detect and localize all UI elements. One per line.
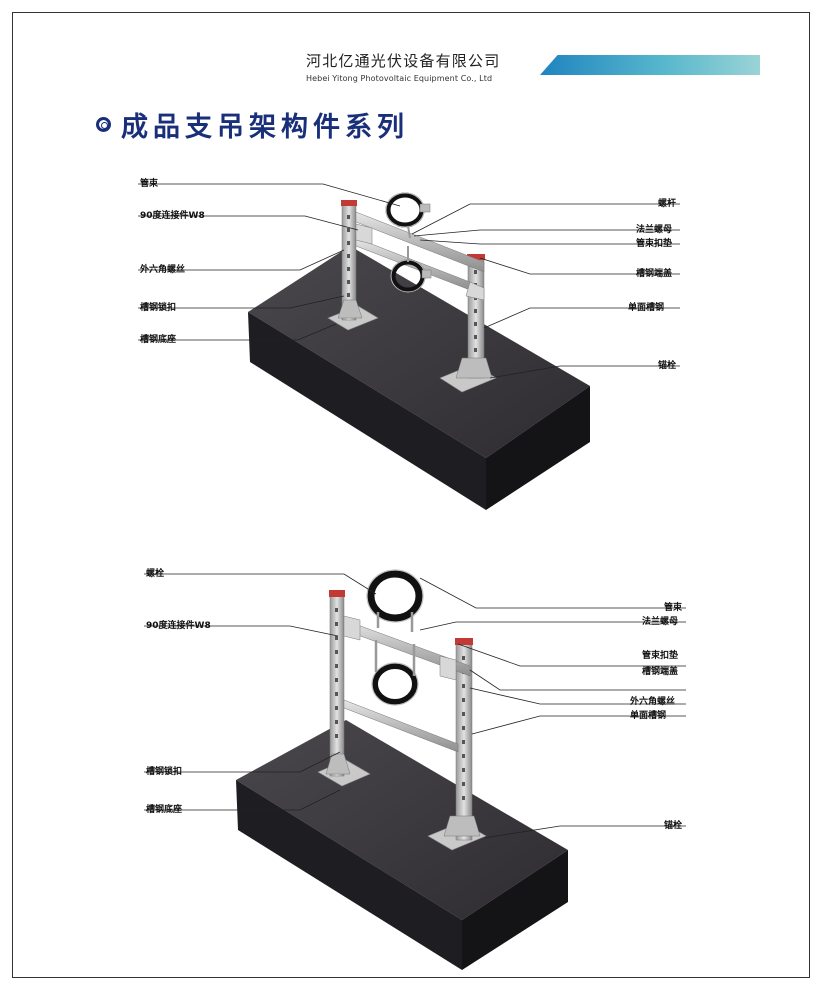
fig2-label-pipe-clamp: 管束 [664,603,683,613]
fig1-label-end-cap: 槽钢端盖 [636,269,673,279]
fig2-label-bolt: 螺栓 [146,569,165,579]
double-circle-icon [96,116,111,132]
fig1-label-single-channel: 单面槽钢 [628,303,665,313]
fig1-label-flange-nut: 法兰螺母 [636,225,673,235]
fig2-label-anchor-bolt: 锚栓 [664,821,683,831]
concrete-block-2 [236,720,568,970]
fig2-label-single-channel: 单面槽钢 [630,711,667,721]
company-name-cn: 河北亿通光伏设备有限公司 [306,52,501,70]
page-border [12,12,810,978]
header-accent-bar [540,55,760,75]
fig1-label-channel-base: 槽钢底座 [140,335,177,345]
fig2-label-hex-screw: 外六角螺丝 [630,697,676,707]
page-title-text: 成品支吊架构件系列 [121,111,409,143]
company-name-block: 河北亿通光伏设备有限公司 Hebei Yitong Photovoltaic E… [306,50,538,83]
fig1-label-90-connector: 90度连接件W8 [140,211,205,221]
fig2-label-channel-base: 槽钢底座 [146,805,183,815]
fig1-label-hex-screw: 外六角螺丝 [140,265,186,275]
company-name-en: Hebei Yitong Photovoltaic Equipment Co.,… [306,74,493,83]
fig1-label-channel-lock: 槽钢锁扣 [140,303,177,313]
fig1-label-threaded-rod: 螺杆 [658,199,677,209]
fig2-label-90-connector: 90度连接件W8 [146,621,211,631]
fig2-label-flange-nut: 法兰螺母 [642,617,679,627]
fig2-label-clamp-washer: 管束扣垫 [642,651,679,661]
fig2-label-channel-lock: 槽钢锁扣 [146,767,183,777]
page-title: 成品支吊架构件系列 [96,107,409,143]
fig1-label-anchor-bolt: 锚栓 [658,361,677,371]
fig1-label-pipe-clamp: 管束 [140,179,159,189]
fig1-label-clamp-washer: 管束扣垫 [636,239,673,249]
fig2-label-end-cap: 槽钢端盖 [642,667,679,677]
concrete-block-1 [248,246,590,510]
